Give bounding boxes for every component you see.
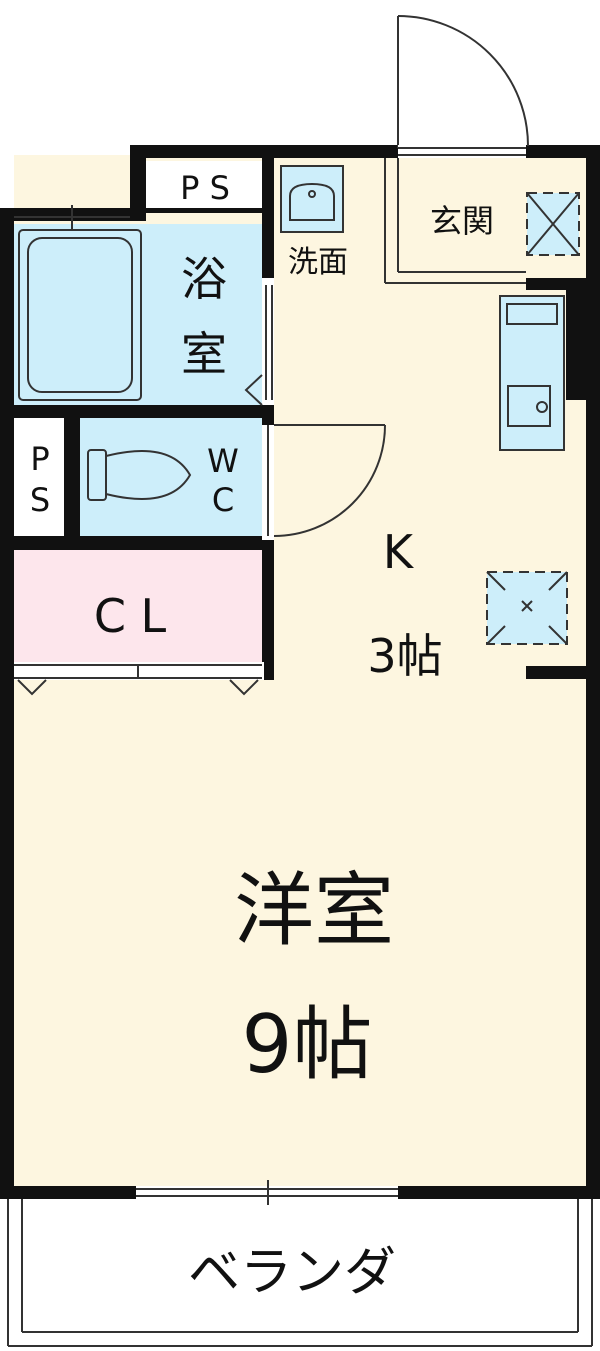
kitchen-counter-icon: [499, 295, 565, 451]
front-door: [397, 15, 529, 158]
ps-top-label: P S: [180, 169, 230, 207]
veranda-floor: [8, 1196, 592, 1346]
kitchen-size-label: 3帖: [367, 629, 442, 683]
kitchen-name-label: K: [383, 525, 415, 579]
ps-top-floor: [146, 161, 264, 209]
veranda-outline: [7, 1199, 593, 1347]
toilet-label-line1: W: [207, 442, 239, 480]
closet-floor: [14, 549, 264, 665]
western-room-name-label: 洋室: [234, 864, 394, 957]
ps-left-floor: [14, 418, 66, 536]
bath-label-line2: 室: [181, 327, 227, 381]
entrance-label: 玄関: [430, 202, 494, 240]
ps-left-label-line1: P: [30, 440, 49, 478]
shoe-cabinet-icon: [526, 192, 580, 256]
wash-basin-icon: [280, 165, 344, 233]
entrance-step-lines: [384, 158, 526, 284]
western-room-size-label: 9帖: [242, 998, 373, 1091]
bath-floor: [14, 224, 264, 407]
bath-door: [244, 278, 274, 406]
toilet-floor: [80, 418, 264, 536]
veranda-window: [136, 1180, 398, 1205]
storage-space-icon: [486, 571, 568, 645]
toilet-label-line2: C: [212, 481, 234, 519]
veranda-label: ベランダ: [188, 1243, 396, 1303]
closet-doors: [14, 662, 264, 696]
toilet-icon: [87, 449, 192, 501]
bath-label-line1: 浴: [181, 252, 227, 306]
toilet-door: [262, 424, 386, 540]
bathtub-icon: [14, 205, 142, 401]
washroom-label: 洗面: [288, 245, 348, 280]
ps-left-label-line2: S: [30, 481, 50, 519]
closet-label: C L: [94, 589, 167, 643]
